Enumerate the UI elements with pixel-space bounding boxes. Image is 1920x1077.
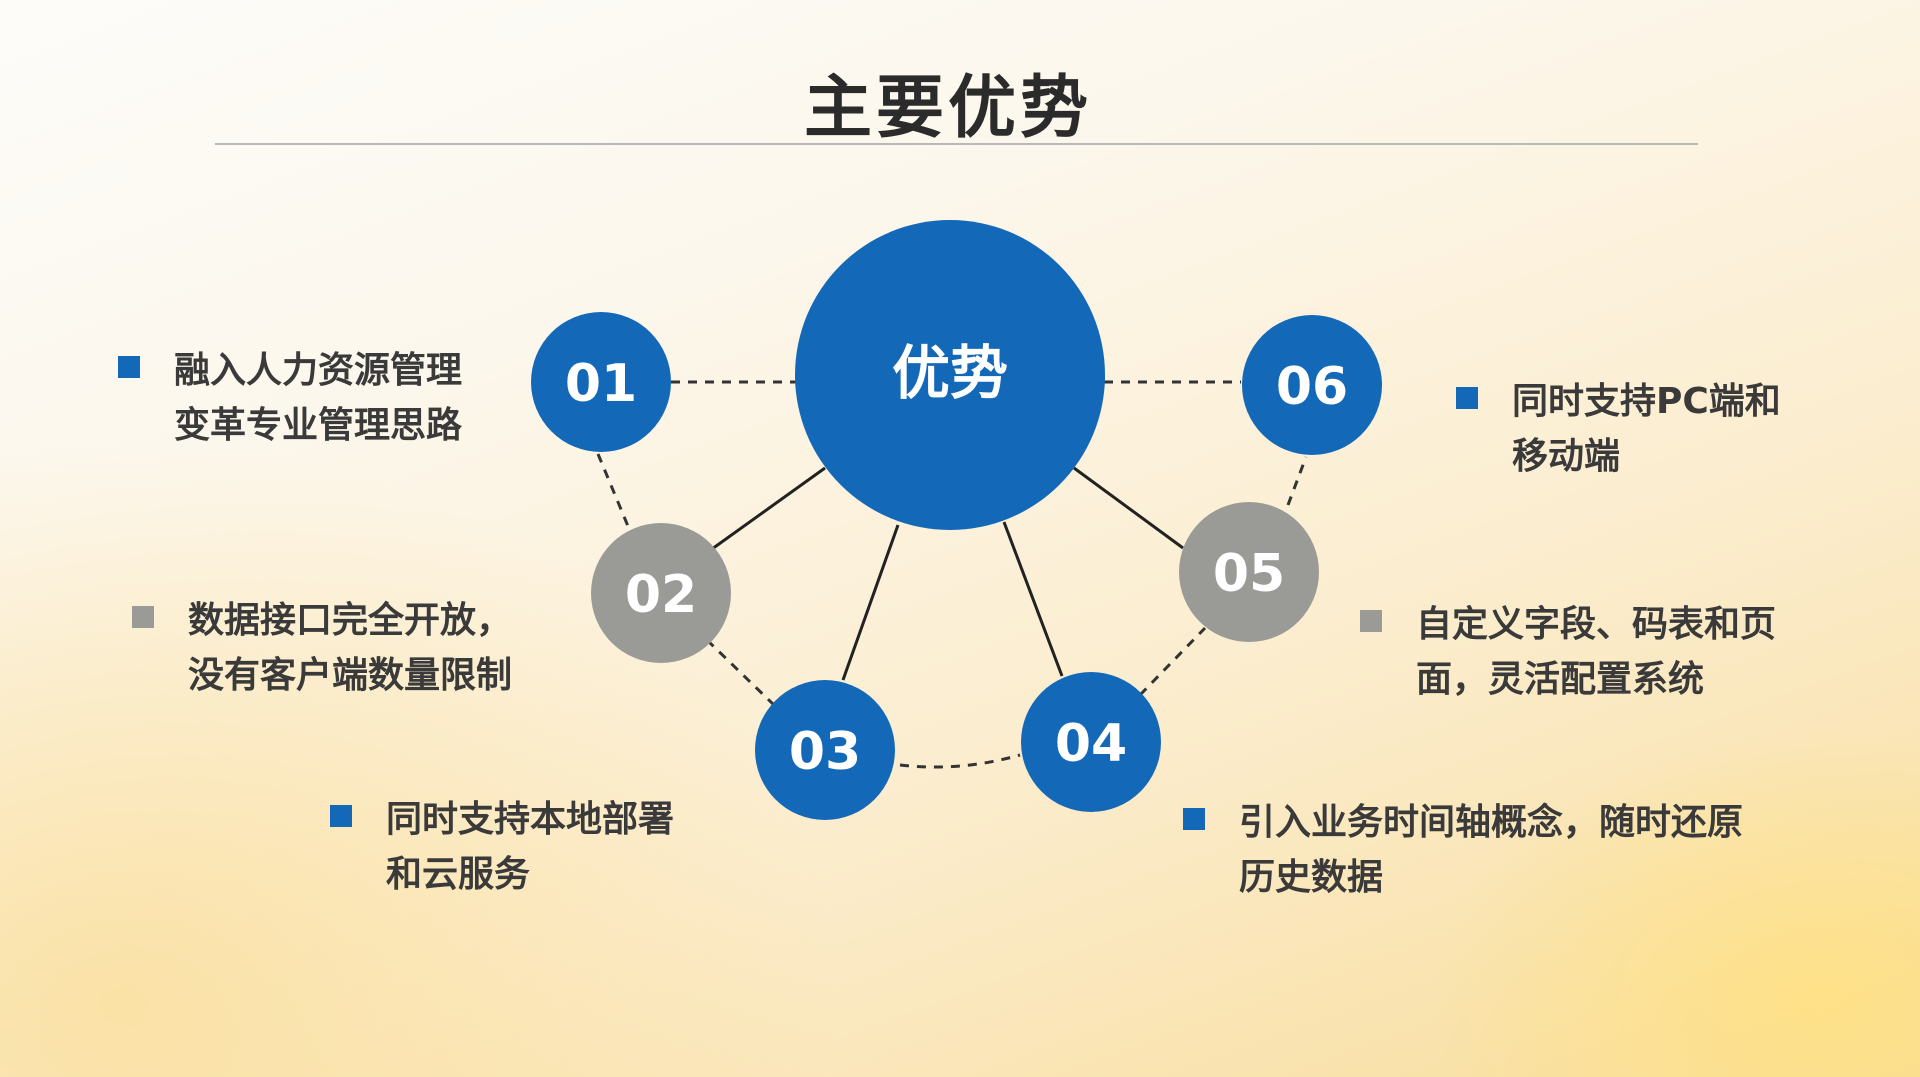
advantage-03-line2: 和云服务 [386, 854, 531, 895]
connector-02-03 [705, 638, 777, 708]
node-02-label: 02 [625, 565, 697, 625]
node-01-circle [531, 312, 671, 452]
advantage-01-line1: 融入人力资源管理 [174, 350, 463, 391]
spoke-05 [1073, 466, 1184, 550]
spoke-03 [841, 524, 900, 681]
node-02: 02 [591, 523, 731, 663]
advantage-text-01: 融入人力资源管理 变革专业管理思路 [174, 343, 462, 453]
advantage-item-02: 数据接口完全开放， 没有客户端数量限制 [132, 593, 512, 703]
advantage-06-line1: 同时支持PC端和 [1512, 381, 1781, 422]
connector-05-06 [1286, 456, 1308, 506]
center-circle [795, 220, 1105, 530]
advantage-03-line1: 同时支持本地部署 [386, 799, 675, 840]
advantage-text-02: 数据接口完全开放， 没有客户端数量限制 [188, 593, 512, 703]
advantage-04-line1: 引入业务时间轴概念，随时还原 [1239, 802, 1744, 843]
advantage-item-03: 同时支持本地部署 和云服务 [330, 792, 674, 902]
node-02-circle [591, 523, 731, 663]
advantage-text-06: 同时支持PC端和 移动端 [1512, 374, 1781, 484]
square-bullet-icon [1183, 808, 1205, 830]
node-04-circle [1021, 672, 1161, 812]
dashed-connectors [596, 380, 1308, 769]
node-03-circle [755, 680, 895, 820]
solid-spokes [711, 466, 1184, 681]
node-05-circle [1179, 502, 1319, 642]
node-01-label: 01 [565, 354, 637, 414]
advantage-item-06: 同时支持PC端和 移动端 [1456, 374, 1781, 484]
advantage-05-line1: 自定义字段、码表和页 [1416, 604, 1777, 645]
node-04: 04 [1021, 672, 1161, 812]
node-03-label: 03 [789, 722, 861, 782]
square-bullet-icon [1456, 387, 1478, 409]
advantage-text-03: 同时支持本地部署 和云服务 [386, 792, 674, 902]
square-bullet-icon [118, 356, 140, 378]
square-bullet-icon [132, 606, 154, 628]
node-06-label: 06 [1276, 357, 1348, 417]
advantage-item-01: 融入人力资源管理 变革专业管理思路 [118, 343, 462, 453]
square-bullet-icon [1360, 610, 1382, 632]
slide-title: 主要优势 [803, 69, 1092, 148]
node-03: 03 [755, 680, 895, 820]
spoke-02 [711, 466, 826, 551]
advantage-02-line1: 数据接口完全开放， [188, 600, 513, 641]
advantage-06-line2: 移动端 [1512, 436, 1621, 477]
node-01: 01 [531, 312, 671, 452]
spoke-04 [1002, 521, 1064, 677]
advantage-04-line2: 历史数据 [1239, 857, 1384, 898]
node-05-label: 05 [1213, 544, 1285, 604]
node-04-label: 04 [1055, 714, 1127, 774]
advantage-text-05: 自定义字段、码表和页 面，灵活配置系统 [1416, 597, 1776, 707]
title-divider [215, 143, 1698, 145]
connector-04-05 [1138, 626, 1207, 697]
advantage-item-05: 自定义字段、码表和页 面，灵活配置系统 [1360, 597, 1776, 707]
advantage-item-04: 引入业务时间轴概念，随时还原 历史数据 [1183, 795, 1743, 905]
advantage-01-line2: 变革专业管理思路 [174, 405, 463, 446]
connector-03-04 [899, 753, 1021, 769]
connector-01-02 [596, 453, 632, 532]
advantage-02-line2: 没有客户端数量限制 [188, 655, 513, 696]
node-05: 05 [1179, 502, 1319, 642]
advantage-text-04: 引入业务时间轴概念，随时还原 历史数据 [1239, 795, 1743, 905]
center-label: 优势 [892, 339, 1008, 407]
node-06: 06 [1242, 315, 1382, 455]
square-bullet-icon [330, 805, 352, 827]
advantage-05-line2: 面，灵活配置系统 [1416, 659, 1705, 700]
node-06-circle [1242, 315, 1382, 455]
